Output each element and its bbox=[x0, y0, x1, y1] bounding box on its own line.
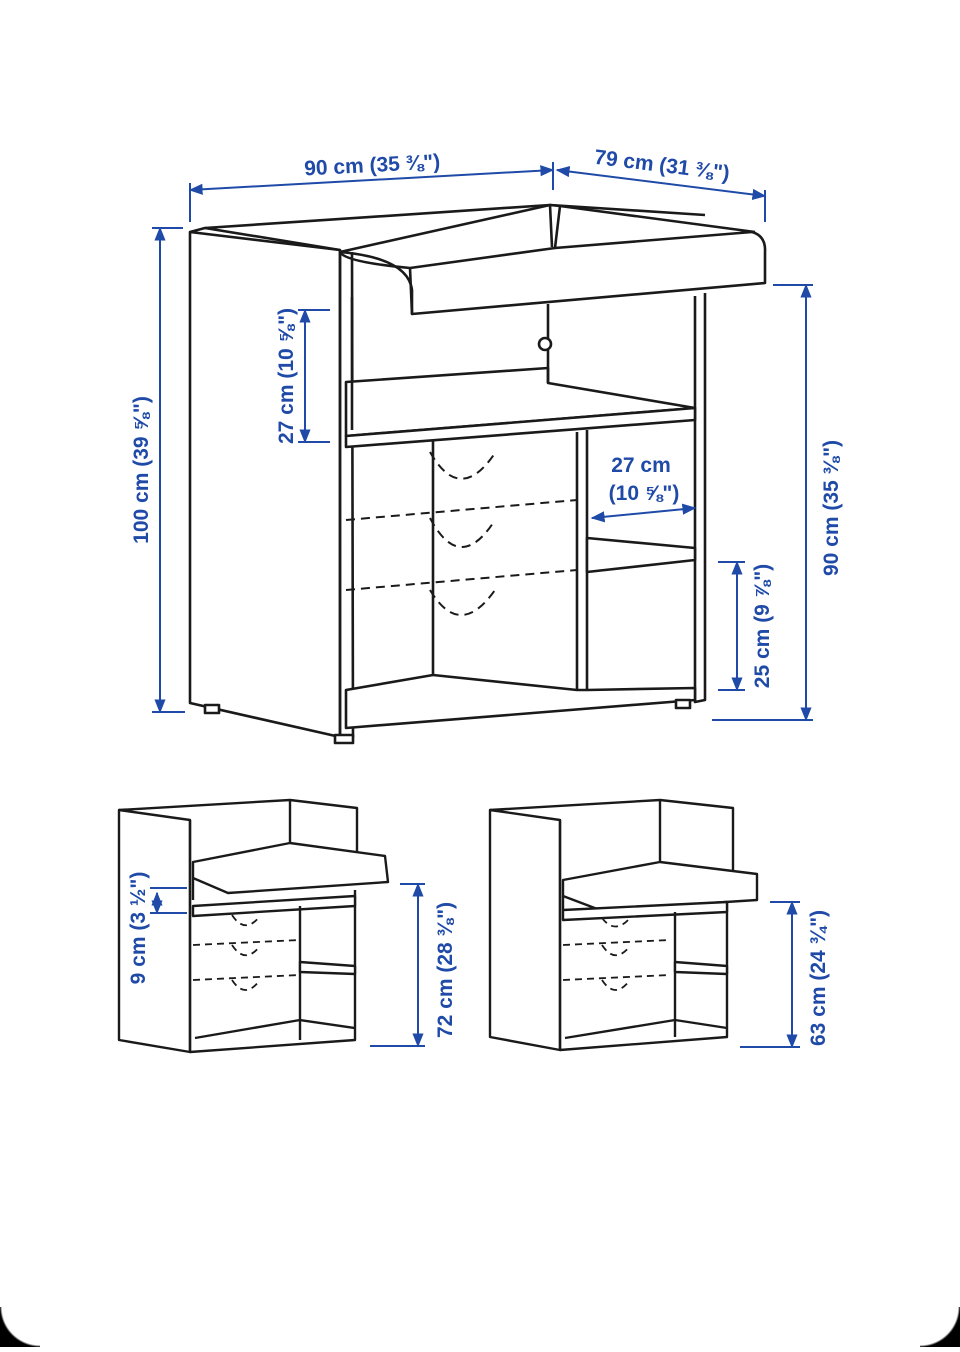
small-cabinet-a bbox=[117, 798, 390, 1054]
dim-compartment-width-cm: 27 cm bbox=[611, 454, 671, 477]
dim-top-width: 90 cm (35 ⅜") bbox=[304, 150, 441, 180]
dim-total-height: 100 cm (39 ⅝") bbox=[130, 396, 153, 544]
dim-edge-height: 9 cm (3 ½") bbox=[127, 872, 150, 985]
main-changing-table bbox=[188, 203, 767, 745]
screen-corner-right bbox=[920, 1307, 960, 1347]
dim-low-height: 63 cm (24 ¾") bbox=[807, 910, 830, 1046]
dimension-lines bbox=[150, 162, 813, 1049]
small-cabinet-b bbox=[488, 798, 759, 1052]
dim-mid-height: 72 cm (28 ⅜") bbox=[434, 902, 457, 1038]
dim-compartment-width-in: (10 ⅝") bbox=[609, 482, 680, 505]
dim-lower-shelf: 25 cm (9 ⅞") bbox=[751, 564, 774, 688]
dim-right-height: 90 cm (35 ⅜") bbox=[820, 440, 843, 576]
small-cabinet-a-drawers bbox=[192, 914, 301, 991]
drawer-outline-dashed bbox=[345, 451, 578, 616]
dim-shelf-gap: 27 cm (10 ⅝") bbox=[275, 308, 298, 444]
dim-top-depth: 79 cm (31 ⅜") bbox=[593, 146, 731, 185]
small-cabinet-b-drawers bbox=[562, 917, 671, 991]
screen-corner-left bbox=[0, 1307, 40, 1347]
